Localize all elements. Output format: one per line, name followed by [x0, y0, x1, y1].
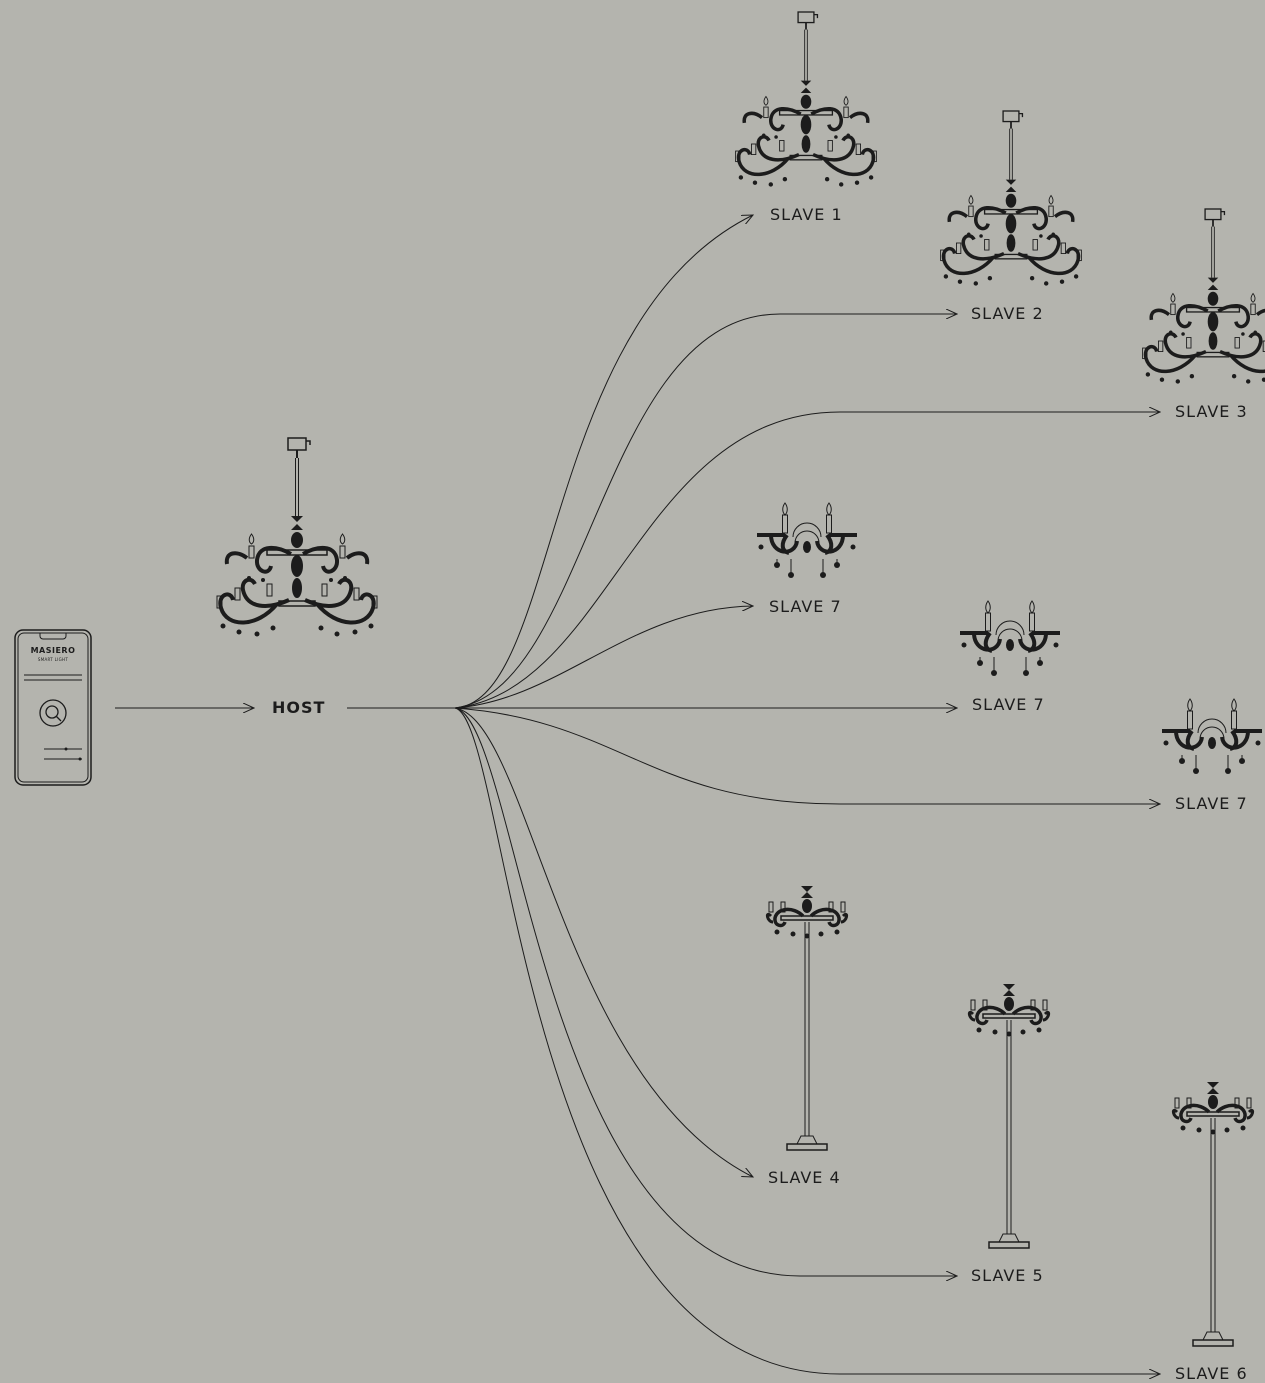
link-slave-5 — [454, 707, 957, 1276]
slave-label: SLAVE 5 — [971, 1266, 1044, 1285]
slave-label: SLAVE 4 — [768, 1168, 841, 1187]
host-chandelier-icon — [215, 436, 379, 639]
link-slave-4 — [454, 707, 753, 1177]
link-slave-7a — [454, 606, 753, 709]
slave-label: SLAVE 7 — [972, 695, 1045, 714]
link-slave-1 — [454, 215, 753, 709]
link-slave-6 — [454, 707, 1160, 1374]
link-slave-7c — [454, 707, 1160, 804]
app-subtitle: SMART LIGHT — [37, 657, 69, 662]
slave-label: SLAVE 2 — [971, 304, 1044, 323]
slave-7-sconce-icon — [958, 599, 1062, 678]
link-slave-3 — [454, 412, 1160, 709]
slave-5-floor-lamp-icon — [967, 982, 1051, 1250]
slave-label: SLAVE 1 — [770, 205, 843, 224]
slave-4-floor-lamp-icon — [765, 884, 849, 1152]
slave-7-sconce-icon — [755, 501, 859, 580]
slave-label: SLAVE 6 — [1175, 1364, 1248, 1383]
slave-2-chandelier-icon — [938, 109, 1084, 288]
slave-label: SLAVE 7 — [769, 597, 842, 616]
slave-1-chandelier-icon — [733, 10, 879, 189]
slave-6-floor-lamp-icon — [1171, 1080, 1255, 1348]
app-brand: MASIERO — [30, 646, 76, 655]
slave-3-chandelier-icon — [1140, 207, 1265, 386]
slave-label: SLAVE 3 — [1175, 402, 1248, 421]
slave-label: SLAVE 7 — [1175, 794, 1248, 813]
link-slave-2 — [454, 314, 957, 709]
host-label: HOST — [272, 698, 326, 717]
slave-7-sconce-icon — [1160, 697, 1264, 776]
smartphone-icon — [14, 629, 92, 786]
